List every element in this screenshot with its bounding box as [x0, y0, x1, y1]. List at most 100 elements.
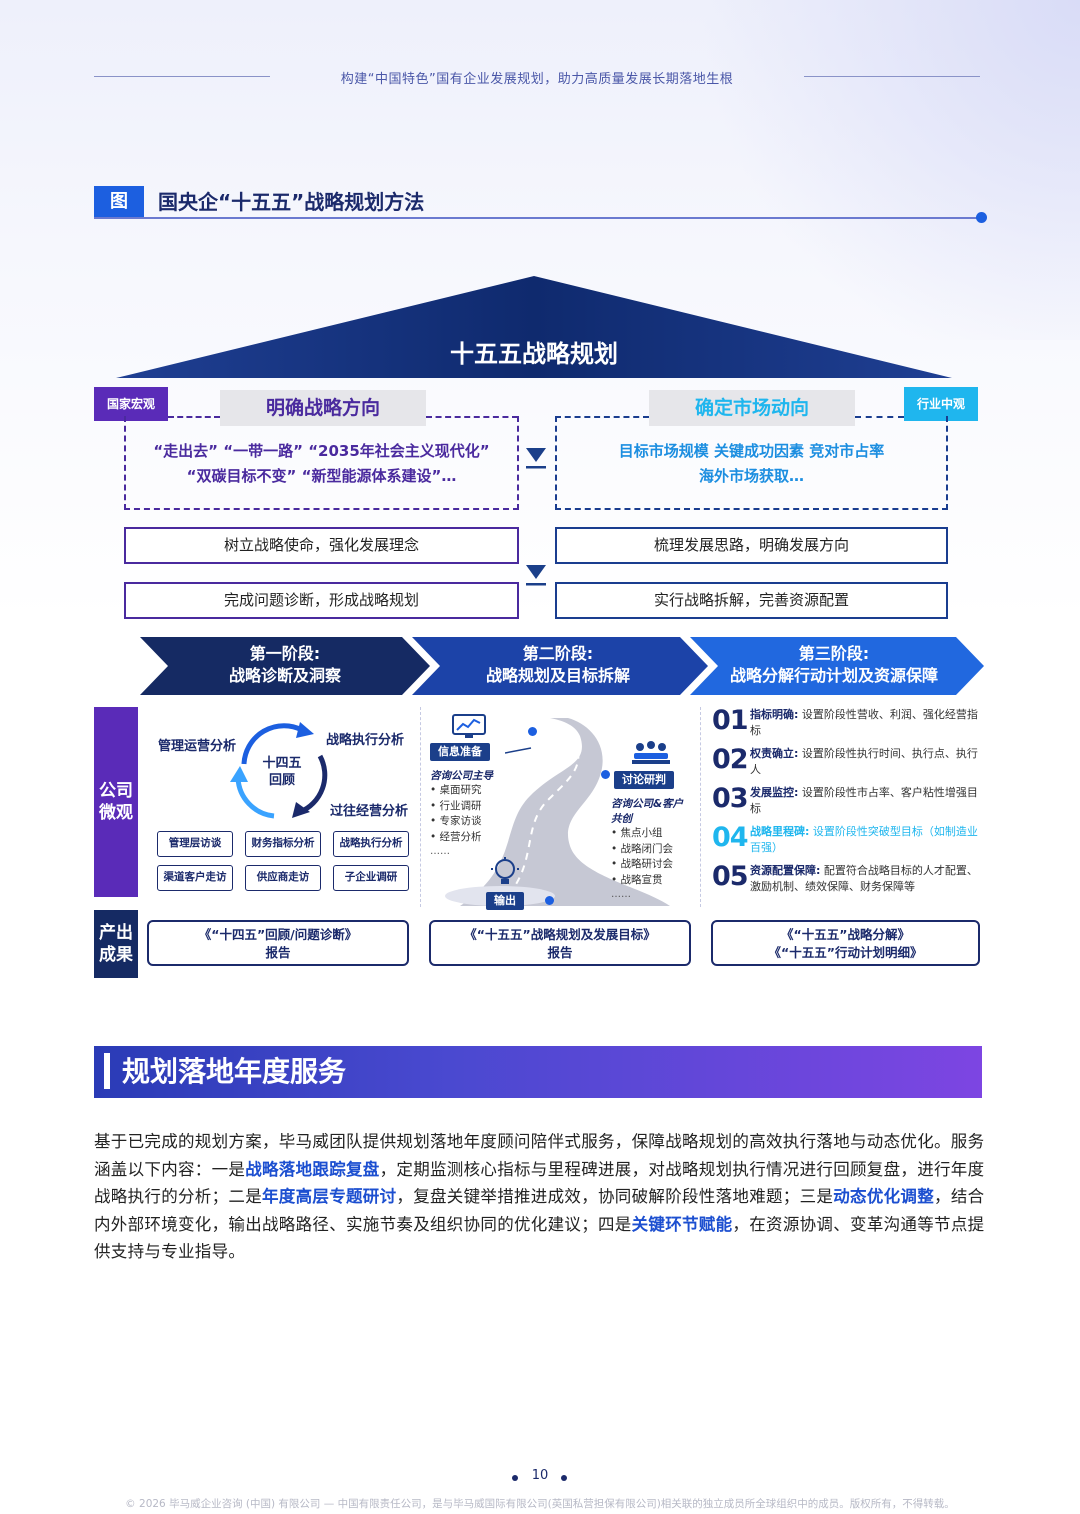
right-step-box-2: 实行战略拆解，完善资源配置 — [555, 582, 948, 619]
method-box: 渠道客户走访 — [157, 865, 233, 891]
header-rule-left — [94, 76, 270, 77]
page-dot — [512, 1475, 518, 1481]
list-item: 行业调研 — [430, 799, 482, 815]
method-box: 供应商走访 — [245, 865, 321, 891]
stage-3-number: 第三阶段: — [798, 644, 870, 663]
method-box: 战略执行分析 — [333, 831, 409, 857]
left-panel-heading: 明确战略方向 — [220, 390, 426, 426]
output-box-2: 《“十五五”战略规划及发展目标》 报告 — [429, 920, 691, 966]
stage-1-title: 战略诊断及洞察 — [228, 666, 341, 685]
right-panel-border-top — [555, 416, 649, 418]
stage-1-number: 第一阶段: — [249, 644, 321, 663]
page-number: 10 — [531, 1468, 549, 1483]
stage-3-title: 战略分解行动计划及资源保障 — [729, 666, 938, 685]
chevron-down-icon — [526, 448, 546, 469]
lead-consulting: 咨询公司主导 — [430, 770, 493, 782]
road-dot — [545, 896, 554, 905]
step-number: 03 — [712, 783, 749, 814]
right-panel-keywords-2: 海外市场获取… — [698, 467, 804, 485]
chevron-down-icon — [526, 565, 546, 586]
lightbulb-icon — [491, 857, 519, 884]
co-create-line2: 共创 — [611, 813, 632, 825]
list-item: 经营分析 — [430, 830, 482, 846]
review-cycle-diagram — [230, 722, 328, 819]
keyword-highlight: 年度高层专题研讨 — [262, 1187, 397, 1206]
list-item: 战略宣贯 — [611, 873, 673, 889]
road-dot — [528, 727, 537, 736]
running-header: 构建“中国特色”国有企业发展规划，助力高质量发展长期落地生根 — [340, 72, 734, 87]
keyword-highlight: 战略落地跟踪复盘 — [245, 1159, 380, 1179]
pill-discussion: 讨论研判 — [614, 771, 674, 789]
section-banner — [94, 1046, 982, 1098]
tag-national-macro: 国家宏观 — [94, 387, 168, 421]
discussion-more: …… — [611, 889, 631, 900]
left-dashed-panel — [124, 416, 519, 510]
copyright-footer: © 2026 毕马威企业咨询 (中国) 有限公司 — 中国有限责任公司，是与毕马… — [125, 1498, 955, 1510]
prepare-more: …… — [430, 846, 450, 857]
figure-tag: 图 — [94, 186, 144, 218]
right-step-box-1: 梳理发展思路，明确发展方向 — [555, 527, 948, 564]
left-panel-keywords-1: “走出去” “一带一路” “2035年社会主义现代化” — [153, 442, 490, 460]
right-panel-border-top — [855, 416, 904, 418]
output-line: 《“十五五”战略分解》 — [781, 927, 910, 942]
keyword-highlight: 动态优化调整 — [833, 1187, 935, 1206]
left-step-box-2: 完成问题诊断，形成战略规划 — [124, 582, 519, 619]
method-box: 管理层访谈 — [157, 831, 233, 857]
figure-title-dot — [976, 212, 987, 223]
roof-title: 十五五战略规划 — [450, 340, 618, 368]
list-item: 焦点小组 — [611, 826, 673, 842]
left-panel-border-top — [168, 416, 220, 418]
left-panel-border-top — [426, 416, 518, 418]
review-cycle-center-line1: 十四五 — [262, 756, 302, 771]
pill-output: 输出 — [486, 892, 524, 910]
pill-info-prepare: 信息准备 — [430, 743, 490, 761]
tag-industry-meso: 行业中观 — [904, 387, 978, 421]
method-box: 子企业调研 — [333, 865, 409, 891]
left-step-box-1: 树立战略使命，强化发展理念 — [124, 527, 519, 564]
output-line: 报告 — [547, 945, 573, 960]
stage-1-label: 第一阶段: 战略诊断及洞察 — [170, 643, 400, 687]
body-paragraph: 基于已完成的规划方案，毕马威团队提供规划落地年度顾问陪伴式服务，保障战略规划的高… — [94, 1132, 985, 1261]
step-number: 01 — [712, 705, 749, 736]
discussion-list: 焦点小组 战略闭门会 战略研讨会 战略宣贯 — [611, 826, 674, 889]
column-divider — [420, 707, 421, 907]
step-text: 资源配置保障: 配置符合战略目标的人才配置、激励机制、绩效保障、财务保障等 — [750, 864, 978, 893]
stage-3-arrow — [690, 637, 984, 695]
output-line: 《“十四五”回顾/问题诊断》 — [198, 927, 358, 942]
row-label-company: 公司微观 — [94, 707, 138, 897]
monitor-chart-icon — [452, 714, 486, 738]
page-background-glow — [660, 0, 1080, 340]
road-dot — [601, 770, 610, 779]
step-text: 发展监控: 设置阶段性市占率、客户粘性增强目标 — [750, 786, 978, 815]
label-past-operation-analysis: 过往经营分析 — [330, 804, 409, 819]
strategy-roof — [116, 276, 952, 378]
stage-2-number: 第二阶段: — [522, 644, 594, 663]
prepare-list: 桌面研究 行业调研 专家访谈 经营分析 — [430, 783, 482, 845]
output-box-3: 《“十五五”战略分解》 《“十五五”行动计划明细》 — [711, 920, 980, 966]
right-panel-heading: 确定市场动向 — [649, 390, 855, 426]
step-number: 02 — [712, 744, 749, 775]
output-box-1: 《“十四五”回顾/问题诊断》 报告 — [147, 920, 409, 966]
list-item: 桌面研究 — [430, 783, 482, 799]
stage-2-label: 第二阶段: 战略规划及目标拆解 — [440, 643, 676, 687]
label-management-analysis: 管理运营分析 — [158, 739, 237, 754]
step-number-highlight: 04 — [712, 822, 749, 853]
stage-arrows — [140, 637, 984, 695]
keyword-highlight: 关键环节赋能 — [631, 1214, 733, 1234]
step-text: 指标明确: 设置阶段性营收、利润、强化经营指标 — [750, 708, 978, 737]
label-execution-analysis: 战略执行分析 — [326, 733, 405, 748]
stage-2-arrow — [412, 637, 708, 695]
review-cycle-center: 十四五 回顾 — [252, 755, 312, 789]
list-item: 专家访谈 — [430, 814, 482, 830]
step-text: 权责确立: 设置阶段性执行时间、执行点、执行人 — [750, 747, 978, 776]
column-divider — [700, 707, 701, 907]
output-line: 《“十五五”行动计划明细》 — [768, 945, 923, 960]
right-dashed-panel — [555, 416, 948, 510]
output-line: 《“十五五”战略规划及发展目标》 — [464, 927, 656, 942]
stage-1-arrow — [140, 637, 430, 695]
figure-title-rule — [94, 217, 982, 219]
co-create-line1: 咨询公司&客户 — [611, 798, 684, 810]
meeting-group-icon — [632, 741, 670, 764]
step-text-highlight: 战略里程碑: 设置阶段性突破型目标（如制造业百强） — [750, 825, 978, 854]
row-label-output: 产出成果 — [94, 910, 138, 978]
